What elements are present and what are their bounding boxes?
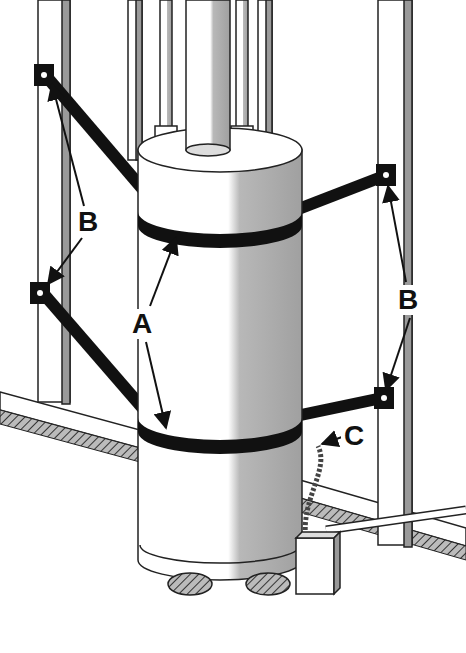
leader-arrows	[48, 84, 410, 444]
front-straps	[138, 212, 302, 454]
callout-letter: B	[395, 285, 421, 315]
wall-brackets	[30, 64, 396, 409]
feet	[168, 573, 290, 595]
callout-letter: B	[75, 207, 101, 237]
tank	[138, 128, 302, 580]
flue	[186, 0, 230, 156]
callout-letter: C	[341, 421, 367, 451]
junction-box	[296, 446, 466, 594]
callout-letter: A	[129, 309, 155, 339]
